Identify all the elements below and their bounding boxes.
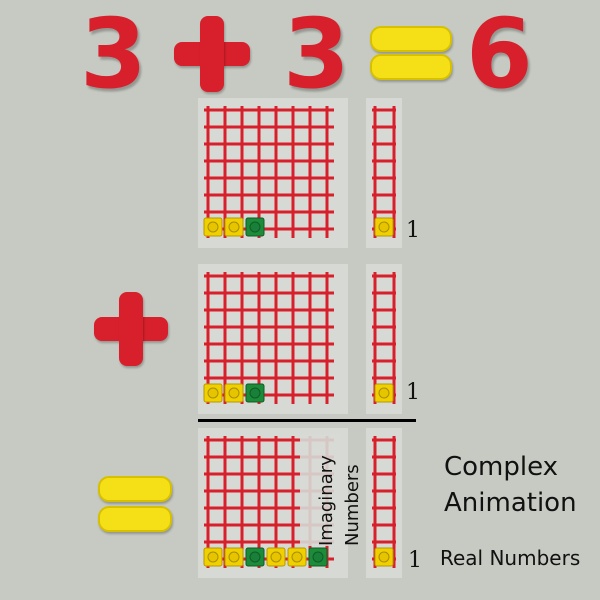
grid-middle bbox=[198, 264, 348, 414]
sum-divider bbox=[198, 419, 416, 422]
real-numbers-label: Real Numbers bbox=[440, 546, 581, 570]
one-label-bottom: 1 bbox=[408, 548, 422, 573]
one-label-top: 1 bbox=[406, 218, 420, 243]
imaginary-label-line2: Numbers bbox=[342, 464, 363, 546]
strip-middle bbox=[366, 264, 402, 414]
grid-bottom bbox=[198, 428, 348, 578]
strip-bottom bbox=[366, 428, 402, 578]
one-label-middle: 1 bbox=[406, 380, 420, 405]
strip-top bbox=[366, 98, 402, 248]
equals-icon bbox=[370, 22, 452, 82]
digit-three-left: 3 bbox=[80, 0, 147, 110]
plus-icon bbox=[174, 16, 250, 92]
equals-icon-left bbox=[98, 466, 172, 536]
grid-top bbox=[198, 98, 348, 248]
digit-three-right: 3 bbox=[283, 0, 350, 110]
title-line2: Animation bbox=[444, 488, 577, 518]
imaginary-label-line1: Imaginary bbox=[316, 455, 337, 546]
digit-six: 6 bbox=[466, 0, 533, 110]
plus-icon-left bbox=[94, 292, 168, 366]
title-line1: Complex bbox=[444, 452, 559, 482]
